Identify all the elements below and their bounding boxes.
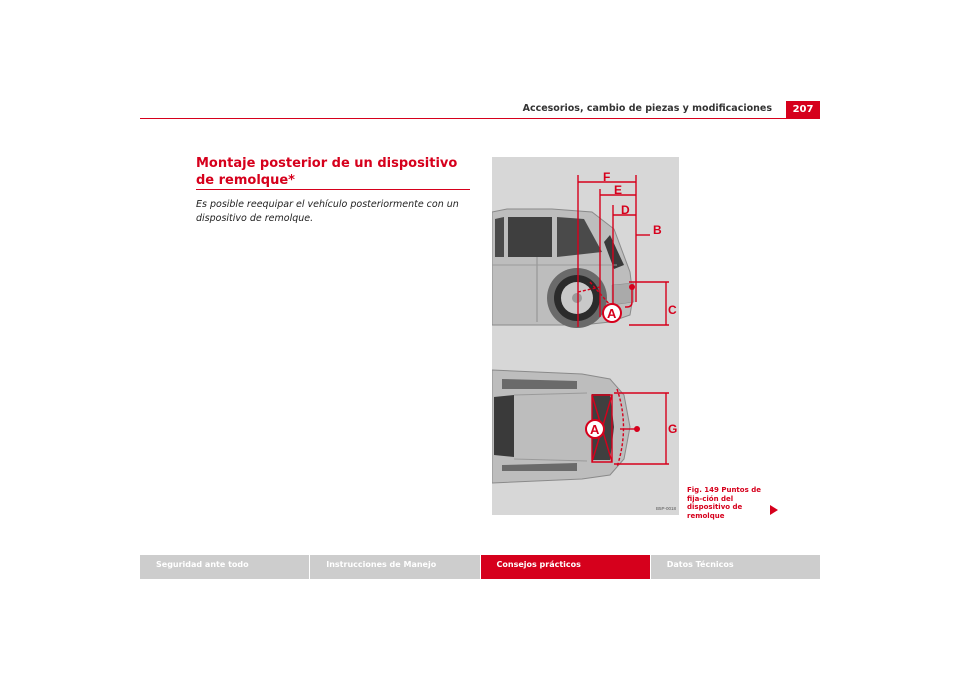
title-rule [196, 189, 470, 190]
label-g: G [668, 422, 677, 436]
label-c: C [668, 303, 677, 317]
marker-a-side: A [602, 303, 622, 323]
footer-nav: Seguridad ante todo Instrucciones de Man… [140, 555, 820, 579]
dimension-lines-top [591, 388, 669, 468]
marker-a-top: A [585, 419, 605, 439]
chapter-title: Accesorios, cambio de piezas y modificac… [522, 103, 772, 114]
label-d: D [621, 203, 630, 217]
dimension-labels-side: F E D B C [603, 170, 677, 317]
label-b: B [653, 223, 662, 237]
footer-tab-datos[interactable]: Datos Técnicos [650, 555, 820, 579]
figure-caption: Fig. 149 Puntos de fija-ción del disposi… [687, 486, 761, 520]
footer-tab-seguridad[interactable]: Seguridad ante todo [140, 555, 310, 579]
dimension-labels-top: G [668, 422, 677, 436]
footer-tab-instrucciones[interactable]: Instrucciones de Manejo [310, 555, 480, 579]
car-top-view [492, 369, 631, 484]
intro-text: Es posible reequipar el vehículo posteri… [196, 199, 459, 224]
label-e: E [614, 183, 622, 197]
header-rule [140, 118, 820, 119]
figure-tow-hitch: F E D B C A [492, 157, 679, 515]
figure-illustration: F E D B C A [492, 170, 677, 511]
page-number: 207 [786, 101, 820, 119]
car-side-view [492, 208, 635, 328]
figure-code: B5P-0018 [656, 506, 677, 511]
next-page-arrow-icon [770, 505, 778, 515]
label-f: F [603, 170, 610, 184]
label-a-top: A [590, 422, 600, 437]
footer-tab-consejos[interactable]: Consejos prácticos [480, 555, 650, 579]
label-a-side: A [607, 306, 617, 321]
page-header: Accesorios, cambio de piezas y modificac… [140, 101, 820, 119]
section-title: Montaje posterior de un dispositivo de r… [196, 156, 458, 188]
dimension-lines-side [577, 175, 669, 327]
